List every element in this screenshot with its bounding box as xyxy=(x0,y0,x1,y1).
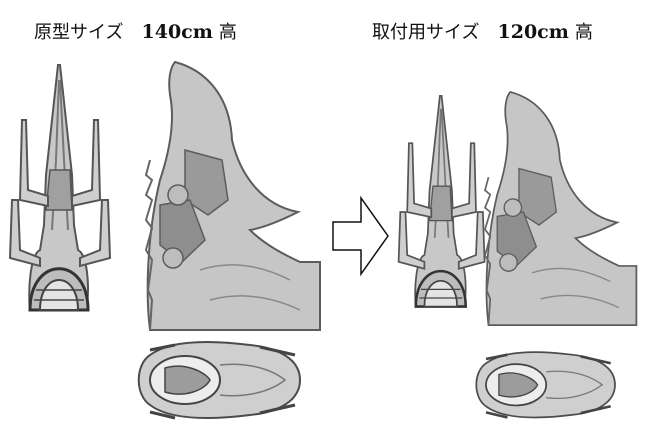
original-top-view xyxy=(139,342,300,418)
installed-front-view xyxy=(399,96,485,307)
right-arrow-outline-icon xyxy=(333,198,388,274)
installed-top-view xyxy=(476,352,615,417)
original-front-view xyxy=(10,65,110,310)
installed-side-view xyxy=(485,92,636,325)
original-side-view xyxy=(146,62,320,330)
